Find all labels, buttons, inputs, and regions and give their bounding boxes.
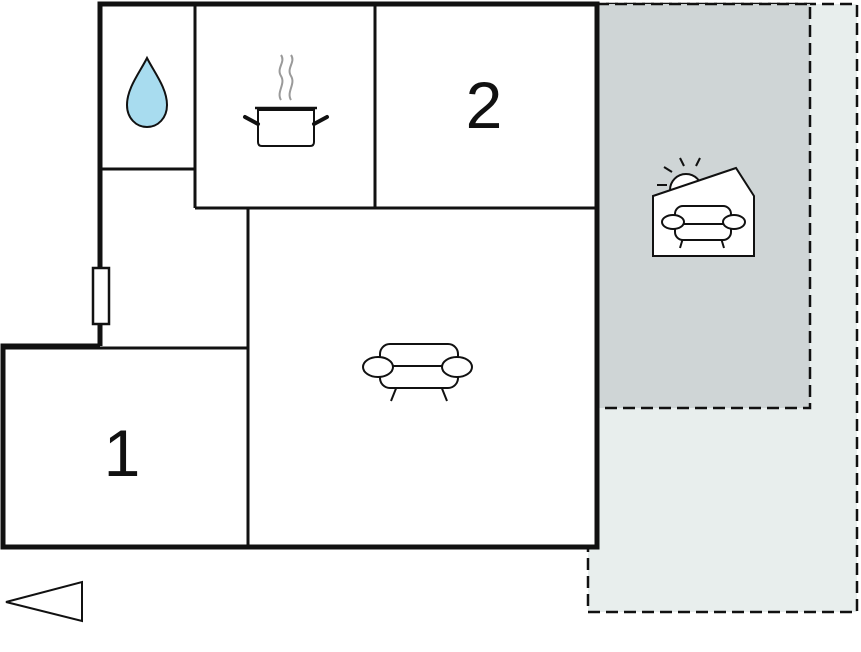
sofa-icon	[362, 343, 473, 402]
entrance-arrow-icon	[5, 580, 83, 623]
covered-terrace-sofa-icon	[652, 157, 755, 257]
room-1-label: 1	[104, 416, 141, 490]
interior-walls	[3, 4, 597, 547]
water-drop-icon	[125, 55, 169, 129]
house-interior	[3, 4, 597, 547]
cooking-pot-icon	[243, 54, 329, 147]
room-2-label: 2	[466, 68, 503, 142]
exterior-wall	[0, 1, 600, 550]
window	[91, 266, 111, 326]
